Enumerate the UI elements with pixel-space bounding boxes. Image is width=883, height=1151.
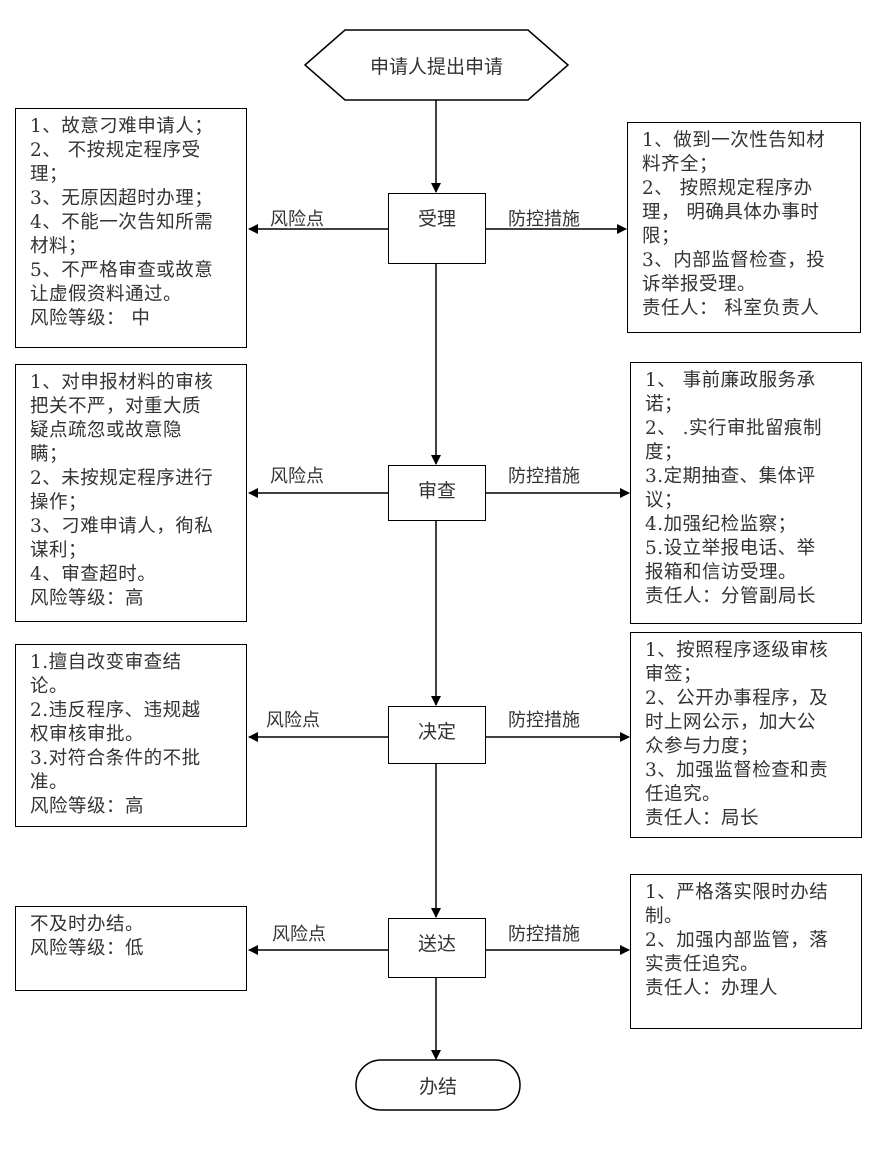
text-line: 实责任追究。	[645, 954, 760, 975]
text-line: 责任人：分管副局长	[645, 586, 817, 607]
control-box-decision: 1、按照程序逐级审核审签； 2、公开办事程序，及时上网公示，加大公众参与力度； 3、…	[630, 632, 862, 838]
text-line: 2、加强内部监管，落	[645, 930, 829, 951]
text-line: 2、 按照规定程序办	[642, 178, 813, 199]
text-line: 1、故意刁难申请人；	[30, 116, 214, 137]
text-line: 不及时办结。	[30, 914, 145, 935]
text-line: 诺；	[645, 394, 684, 415]
text-line: 风险等级：低	[30, 938, 145, 959]
text-line: 风险等级：高	[30, 588, 145, 609]
text-line: 风险等级： 中	[30, 308, 151, 329]
text-line: 时上网公示，加大公	[645, 712, 817, 733]
text-line: 论。	[30, 676, 69, 697]
text-line: 理；	[30, 164, 69, 185]
control-label: 防控措施	[508, 924, 580, 945]
text-line: 3、刁难申请人，徇私	[30, 516, 214, 537]
control-box-review: 1、 事前廉政服务承诺； 2、 .实行审批留痕制度； 3.定期抽查、集体评议； 4.加…	[630, 362, 862, 624]
text-line: 5.设立举报电话、举	[645, 538, 816, 559]
text-line: 1、按照程序逐级审核	[645, 640, 829, 661]
risk-label: 风险点	[270, 209, 324, 230]
text-line: 众参与力度；	[645, 736, 760, 757]
text-line: 风险等级：高	[30, 796, 145, 817]
text-line: 1、做到一次性告知材	[642, 130, 826, 151]
text-line: 4、不能一次告知所需	[30, 212, 214, 233]
text-line: 任追究。	[645, 784, 722, 805]
text-line: 2、未按规定程序进行	[30, 468, 214, 489]
text-line: 权审核审批。	[30, 724, 145, 745]
text-line: 1、严格落实限时办结	[645, 882, 829, 903]
text-line: 1.擅自改变审查结	[30, 652, 182, 673]
text-line: 2、 .实行审批留痕制	[645, 418, 823, 439]
end-label: 办结	[418, 1075, 457, 1098]
risk-label: 风险点	[272, 924, 326, 945]
text-line: 责任人： 科室负责人	[642, 298, 820, 319]
risk-box-delivery: 不及时办结。风险等级：低	[15, 906, 247, 991]
text-line: 2、 不按规定程序受	[30, 140, 201, 161]
risk-label: 风险点	[270, 466, 324, 487]
text-line: 疑点疏忽或故意隐	[30, 420, 183, 441]
risk-label: 风险点	[266, 710, 320, 731]
text-line: 议；	[645, 490, 684, 511]
text-line: 制。	[645, 906, 684, 927]
text-line: 谋利；	[30, 540, 88, 561]
control-label: 防控措施	[508, 710, 580, 731]
text-line: 让虚假资料通过。	[30, 284, 183, 305]
step-accept: 受理	[388, 193, 486, 264]
text-line: 4、审查超时。	[30, 564, 157, 585]
text-line: 料齐全；	[642, 154, 719, 175]
control-label: 防控措施	[508, 466, 580, 487]
text-line: 3、无原因超时办理；	[30, 188, 214, 209]
text-line: 5、不严格审查或故意	[30, 260, 214, 281]
control-label: 防控措施	[508, 209, 580, 230]
text-line: 理， 明确具体办事时	[642, 202, 820, 223]
text-line: 准。	[30, 772, 69, 793]
text-line: 1、 事前廉政服务承	[645, 370, 816, 391]
text-line: 瞒；	[30, 444, 69, 465]
text-line: 1、对申报材料的审核	[30, 372, 214, 393]
text-line: 诉举报受理。	[642, 274, 757, 295]
text-line: 2.违反程序、违规越	[30, 700, 201, 721]
text-line: 2、公开办事程序，及	[645, 688, 829, 709]
control-box-accept: 1、做到一次性告知材料齐全； 2、 按照规定程序办理， 明确具体办事时限； 3、内部…	[627, 122, 861, 333]
text-line: 3、加强监督检查和责	[645, 760, 829, 781]
text-line: 3.定期抽查、集体评	[645, 466, 816, 487]
control-box-delivery: 1、严格落实限时办结制。 2、加强内部监管，落实责任追究。责任人：办理人	[630, 874, 862, 1029]
text-line: 4.加强纪检监察；	[645, 514, 797, 535]
step-review: 审查	[388, 465, 486, 521]
text-line: 把关不严，对重大质	[30, 396, 202, 417]
start-hexagon	[303, 29, 570, 101]
risk-box-review: 1、对申报材料的审核把关不严，对重大质疑点疏忽或故意隐瞒； 2、未按规定程序进行操…	[15, 364, 247, 622]
step-decision: 决定	[388, 706, 486, 764]
text-line: 责任人：办理人	[645, 978, 779, 999]
text-line: 操作；	[30, 492, 88, 513]
text-line: 审签；	[645, 664, 703, 685]
start-label: 申请人提出申请	[369, 55, 503, 78]
risk-box-accept: 1、故意刁难申请人； 2、 不按规定程序受理； 3、无原因超时办理； 4、不能一次告知…	[15, 108, 247, 348]
end-terminator	[355, 1059, 521, 1111]
text-line: 责任人：局长	[645, 808, 760, 829]
text-line: 限；	[642, 226, 681, 247]
step-delivery: 送达	[388, 918, 486, 978]
risk-box-decision: 1.擅自改变审查结论。 2.违反程序、违规越权审核审批。 3.对符合条件的不批准。风…	[15, 644, 247, 827]
text-line: 3、内部监督检查，投	[642, 250, 826, 271]
text-line: 报箱和信访受理。	[645, 562, 798, 583]
text-line: 3.对符合条件的不批	[30, 748, 201, 769]
text-line: 材料；	[30, 236, 88, 257]
text-line: 度；	[645, 442, 684, 463]
